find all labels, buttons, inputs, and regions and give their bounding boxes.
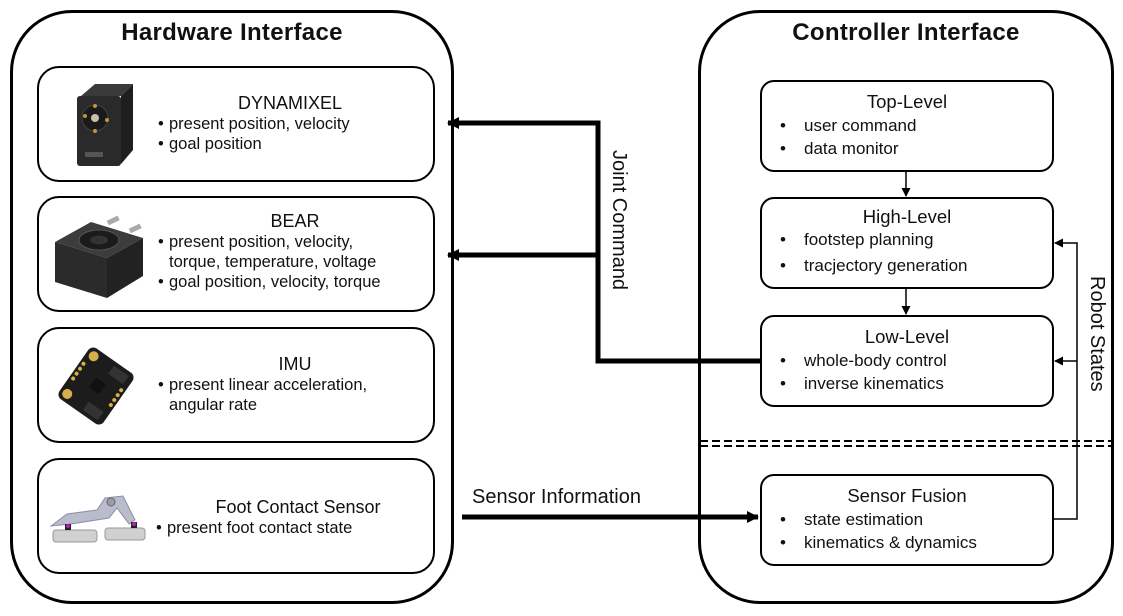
foot-sensor-icon (47, 490, 151, 550)
module-low-level: Low-Level whole-body control inverse kin… (760, 315, 1054, 407)
device-text-dynamixel: DYNAMIXEL present position, velocity goa… (155, 92, 425, 154)
module-item: data monitor (780, 137, 1052, 160)
module-item: kinematics & dynamics (780, 531, 1052, 554)
module-item: user command (780, 114, 1052, 137)
module-item: footstep planning (780, 229, 1052, 251)
module-top-level: Top-Level user command data monitor (760, 80, 1054, 172)
module-name: Sensor Fusion (847, 485, 967, 506)
joint-command-label: Joint Command (608, 150, 630, 291)
device-attribute: present linear acceleration, (155, 375, 435, 395)
device-name: DYNAMIXEL (237, 93, 343, 113)
imu-board-icon (55, 345, 137, 427)
device-text-foot-contact-sensor: Foot Contact Sensor present foot contact… (153, 496, 433, 538)
device-attribute: present position, velocity (155, 114, 425, 134)
device-box-imu: IMU present linear acceleration, angular… (37, 327, 435, 443)
hardware-interface-title: Hardware Interface (121, 19, 343, 46)
device-text-imu: IMU present linear acceleration, angular… (155, 353, 435, 415)
sensor-information-label: Sensor Information (472, 486, 641, 508)
module-item: inverse kinematics (780, 372, 1052, 395)
robot-states-label: Robot States (1086, 276, 1108, 392)
device-name: BEAR (270, 211, 320, 231)
device-box-foot-contact-sensor: Foot Contact Sensor present foot contact… (37, 458, 435, 574)
module-name: Low-Level (864, 326, 950, 347)
device-attribute: angular rate (169, 396, 258, 414)
module-item: state estimation (780, 508, 1052, 531)
device-attribute: goal position, velocity, torque (155, 272, 435, 292)
module-sensor-fusion: Sensor Fusion state estimation kinematic… (760, 474, 1054, 566)
module-name: High-Level (862, 206, 952, 227)
device-name: Foot Contact Sensor (215, 497, 381, 517)
device-attribute: goal position (155, 134, 425, 154)
actuator-icon (51, 212, 151, 302)
device-attribute: present foot contact state (153, 518, 433, 538)
module-item: tracjectory generation (780, 251, 1052, 281)
module-high-level: High-Level footstep planning tracjectory… (760, 197, 1054, 289)
device-box-bear: BEAR present position, velocity, torque,… (37, 196, 435, 312)
device-attribute: torque, temperature, voltage (169, 253, 377, 271)
device-text-bear: BEAR present position, velocity, torque,… (155, 210, 435, 292)
servo-motor-icon (71, 80, 139, 170)
device-attribute: present position, velocity, (155, 232, 435, 252)
device-box-dynamixel: DYNAMIXEL present position, velocity goa… (37, 66, 435, 182)
module-item: whole-body control (780, 349, 1052, 372)
device-name: IMU (278, 354, 312, 374)
controller-interface-title: Controller Interface (792, 19, 1020, 46)
module-name: Top-Level (866, 91, 948, 112)
